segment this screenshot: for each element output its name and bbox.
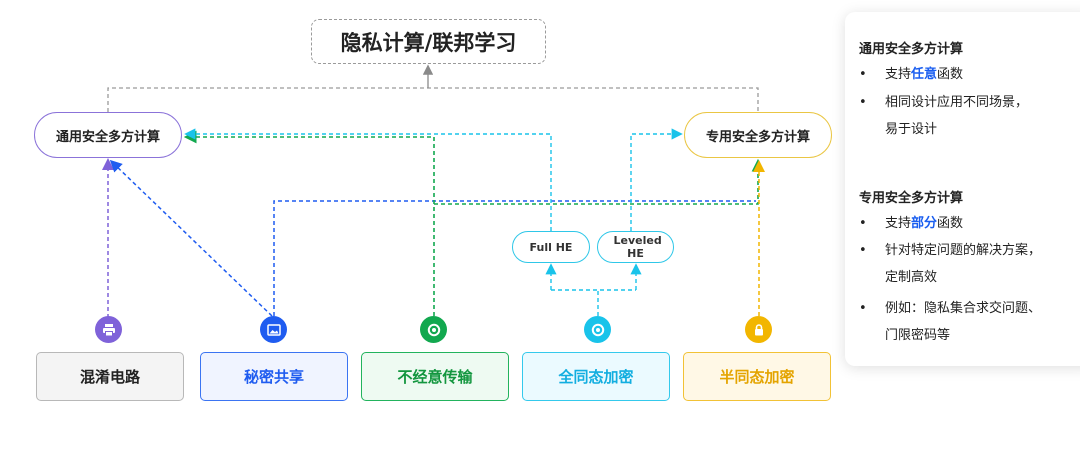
printer-icon — [95, 316, 122, 343]
image-icon — [260, 316, 287, 343]
panel-special-title: 专用安全多方计算 — [859, 191, 964, 206]
line-leveled-to-special — [630, 128, 683, 231]
tech-garbled-circuit: 混淆电路 — [36, 352, 184, 401]
line-ot-to-general — [183, 130, 435, 316]
tech-secret-sharing: 秘密共享 — [200, 352, 348, 401]
list-item: •例如：隐私集合求交问题、门限密码等 — [859, 301, 1042, 343]
list-item: •针对特定问题的解决方案，定制高效 — [859, 243, 1042, 285]
info-panel: 通用安全多方计算 •支持任意函数 •相同设计应用不同场景，易于设计 专用安全多方… — [845, 12, 1080, 366]
node-general-mpc: 通用安全多方计算 — [34, 112, 182, 158]
tech-fully-homomorphic: 全同态加密 — [522, 352, 670, 401]
list-item: •支持部分函数 — [859, 216, 964, 231]
tech-partially-homomorphic: 半同态加密 — [683, 352, 831, 401]
line-ss-to-general — [109, 159, 273, 317]
line-ss-to-special — [273, 200, 756, 316]
leveled-he-label: Leveled HE — [613, 234, 662, 260]
node-full-he: Full HE — [512, 231, 590, 263]
tech-oblivious-transfer: 不经意传输 — [361, 352, 509, 401]
panel-general-title: 通用安全多方计算 — [859, 42, 964, 57]
lock-icon — [745, 316, 772, 343]
line-fhe-split — [551, 289, 636, 316]
list-item: •支持任意函数 — [859, 67, 964, 82]
line-top-connector — [107, 87, 759, 112]
line-ot-to-special — [434, 158, 765, 205]
list-item: •相同设计应用不同场景，易于设计 — [859, 95, 1029, 137]
diagram-title: 隐私计算/联邦学习 — [311, 19, 546, 64]
node-special-mpc: 专用安全多方计算 — [684, 112, 832, 158]
target-icon — [420, 316, 447, 343]
target-icon — [584, 316, 611, 343]
node-leveled-he: Leveled HE — [597, 231, 674, 263]
line-full-to-general — [184, 128, 552, 231]
